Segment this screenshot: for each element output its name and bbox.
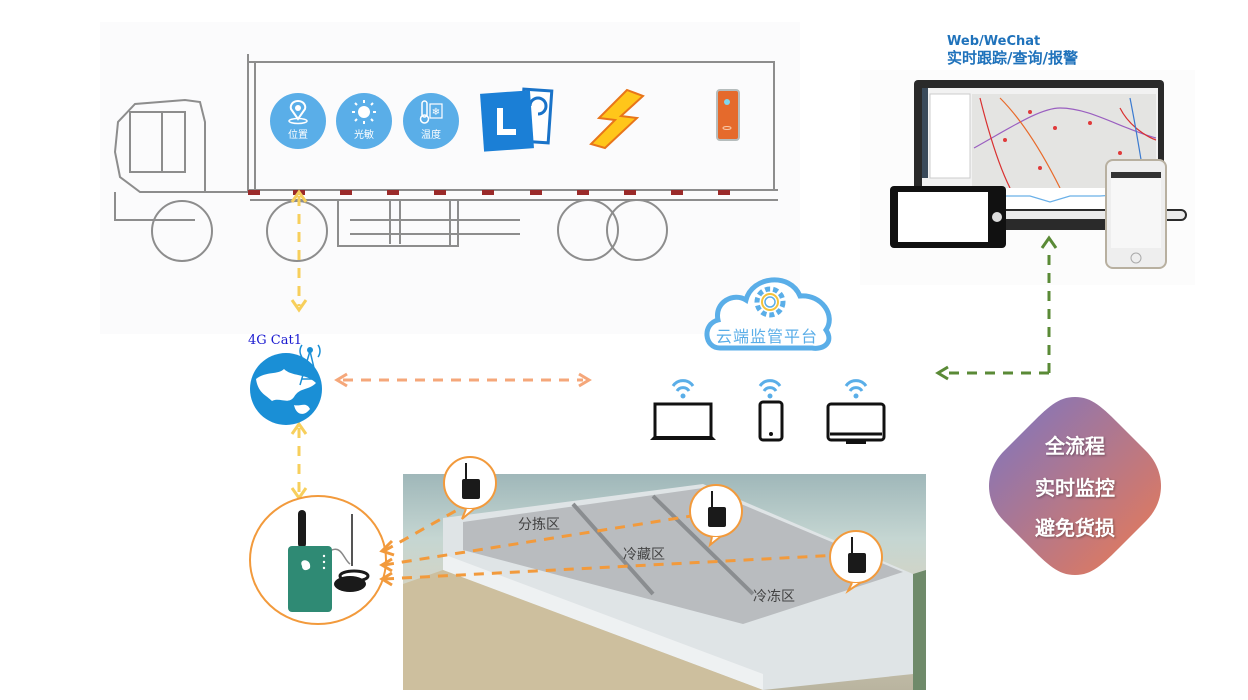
network-cloud-link <box>334 372 592 388</box>
badge-line-1: 全流程 <box>1045 434 1105 458</box>
truck-panel <box>100 22 800 334</box>
cloud-platform-icon <box>704 277 832 351</box>
web-wechat-devices <box>890 80 1187 269</box>
badge-line-3: 避免货损 <box>1035 516 1115 540</box>
cloud-label: 云端监管平台 <box>716 327 819 346</box>
monitor-icon <box>826 379 886 444</box>
card-reader-icon <box>480 87 554 152</box>
warehouse-image: 分拣区 冷藏区 冷冻区 <box>403 474 926 690</box>
sensor-location: 位置 <box>270 93 326 149</box>
laptop-icon <box>650 379 716 440</box>
truck-network-link <box>290 189 308 501</box>
sensor-label: 光敏 <box>354 130 374 141</box>
lightning-icon <box>589 88 645 150</box>
zone-chilled: 冷藏区 <box>623 547 665 563</box>
warehouse-sensor-links <box>379 456 883 594</box>
device-terminal-icon <box>716 89 740 141</box>
feature-badge <box>989 397 1161 575</box>
badge-line-2: 实时监控 <box>1035 476 1115 500</box>
thermometer-snow-icon: ❄ <box>419 100 443 124</box>
svg-text:❄: ❄ <box>432 107 440 118</box>
sensor-bubble <box>443 456 497 520</box>
web-title-line2: 实时跟踪/查询/报警 <box>947 49 1078 67</box>
web-cloud-link <box>935 255 1051 381</box>
truck-illustration <box>113 54 778 262</box>
web-title-line1: Web/WeChat <box>947 34 1041 49</box>
web-title: Web/WeChat 实时跟踪/查询/报警 <box>947 33 1078 67</box>
sensor-bubble <box>829 530 883 594</box>
sensor-temperature: ❄ 温度 <box>403 93 459 149</box>
location-pin-icon <box>288 99 308 125</box>
zone-frozen: 冷冻区 <box>753 589 795 605</box>
phone-icon <box>758 379 784 442</box>
zone-sorting: 分拣区 <box>518 517 560 533</box>
sensor-label: 位置 <box>288 130 308 141</box>
warehouse-building <box>403 484 926 690</box>
light-sun-icon <box>352 100 376 124</box>
gateway-device <box>249 495 387 625</box>
globe-antenna-icon <box>250 344 322 425</box>
network-label: 4G Cat1 <box>248 333 302 348</box>
sensor-bubble <box>689 484 743 548</box>
sensor-light: 光敏 <box>336 93 392 149</box>
sensor-label: 温度 <box>421 130 441 141</box>
